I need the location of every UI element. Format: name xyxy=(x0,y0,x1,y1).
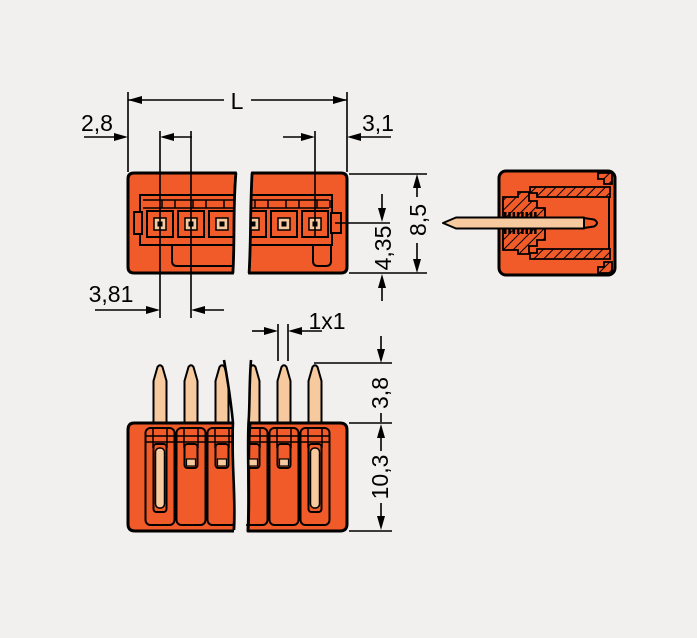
contact-pin-side xyxy=(442,216,585,230)
break-line-right xyxy=(246,359,253,531)
dim-label: 3,1 xyxy=(362,110,394,136)
dim-housing-depth: 10,3 xyxy=(349,422,393,532)
pin-cavity xyxy=(270,210,298,238)
dim-label: 8,5 xyxy=(405,204,431,236)
hatched-corner-bottom-right xyxy=(597,261,613,274)
front-view xyxy=(126,131,349,318)
housing-slot xyxy=(299,427,331,526)
solder-pin xyxy=(307,364,323,426)
dim-right-edge: 3,1 xyxy=(283,110,394,141)
keying-notch-left xyxy=(171,245,236,267)
contact-pin-tip xyxy=(583,217,598,229)
dim-label: 4,35 xyxy=(370,226,396,271)
dim-label: 10,3 xyxy=(367,455,393,500)
solder-pin xyxy=(152,364,168,426)
bottom-housing-left xyxy=(126,421,237,533)
solder-pins xyxy=(152,364,323,426)
hatched-band-top xyxy=(529,186,611,198)
solder-pin xyxy=(183,364,199,426)
break-line-left xyxy=(222,359,236,531)
dim-pin-pitch: 3,81 xyxy=(89,281,224,314)
dim-label: 1x1 xyxy=(308,308,345,334)
housing-slot xyxy=(175,427,207,526)
solder-pin xyxy=(276,364,292,426)
dim-left-edge: 2,8 xyxy=(81,110,192,141)
break-line-right xyxy=(247,172,254,274)
dim-label: L xyxy=(231,88,244,114)
dim-pin-cross-section: 1x1 xyxy=(252,308,346,361)
hatched-corner-top-right xyxy=(597,172,613,185)
front-view-dimensions: L 2,8 3,1 3,81 xyxy=(81,88,431,314)
dim-label: 2,8 xyxy=(81,110,113,136)
dim-label: 3,8 xyxy=(367,377,393,409)
pin-extension-lines xyxy=(159,131,316,318)
dim-solder-pin-length: 3,8 xyxy=(314,336,393,422)
dim-total-length: L xyxy=(127,88,348,172)
hatched-band-bottom xyxy=(529,248,611,260)
housing-slots xyxy=(144,427,331,526)
break-line-left xyxy=(231,172,238,274)
dim-housing-height: 8,5 xyxy=(405,174,431,273)
keying-notch-right xyxy=(312,245,332,267)
bottom-view xyxy=(126,358,349,533)
break-gap xyxy=(233,171,251,275)
keying-tab-left xyxy=(133,211,143,235)
dim-pin-axis-to-bottom: 4,35 xyxy=(370,194,396,301)
dim-label: 3,81 xyxy=(89,281,134,307)
side-view xyxy=(442,169,617,277)
housing-slot xyxy=(144,427,176,526)
housing-slot xyxy=(268,427,300,526)
bottom-view-dimensions: 1x1 3,8 10,3 xyxy=(252,308,393,532)
